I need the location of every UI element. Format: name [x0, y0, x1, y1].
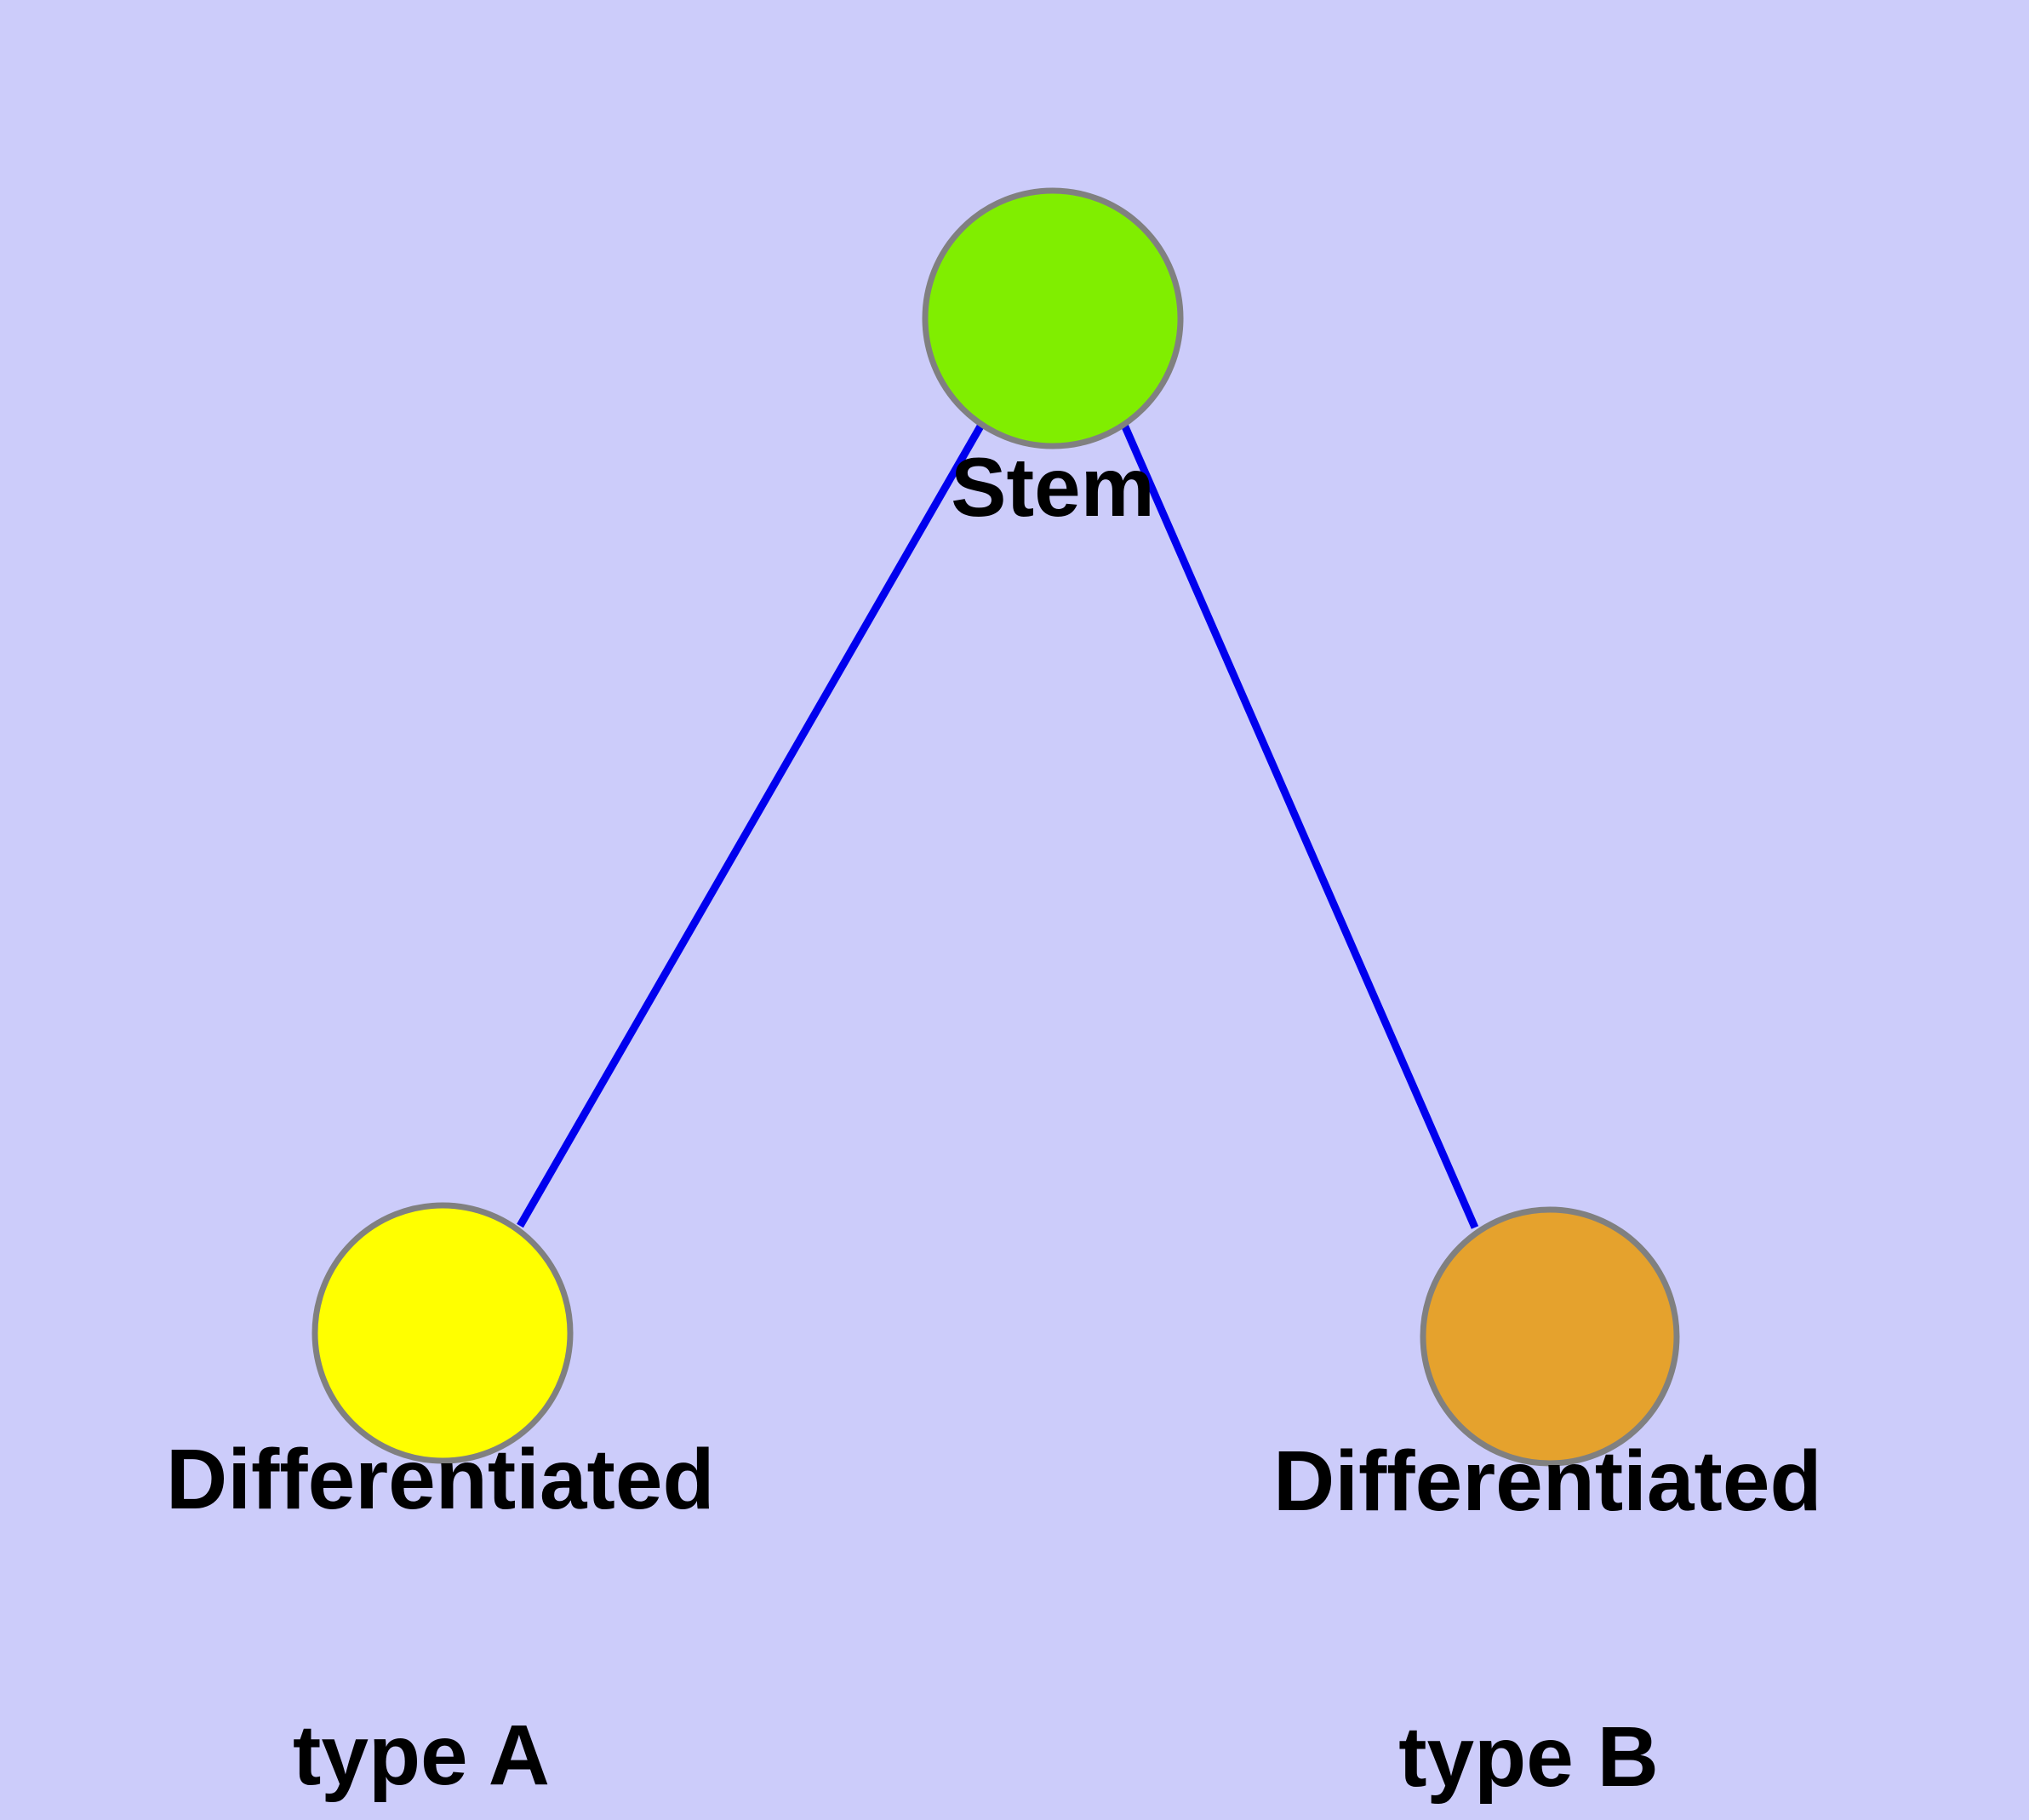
node-differentiated-type-a[interactable] [311, 1202, 574, 1464]
node-stem[interactable] [922, 187, 1184, 449]
edges-layer [517, 422, 1479, 1229]
edge-stem-to-differentiated-b [1120, 423, 1479, 1229]
node-differentiated-type-b[interactable] [1420, 1206, 1680, 1467]
edge-stem-to-differentiated-a [517, 422, 985, 1228]
nodes-layer [311, 187, 1680, 1467]
